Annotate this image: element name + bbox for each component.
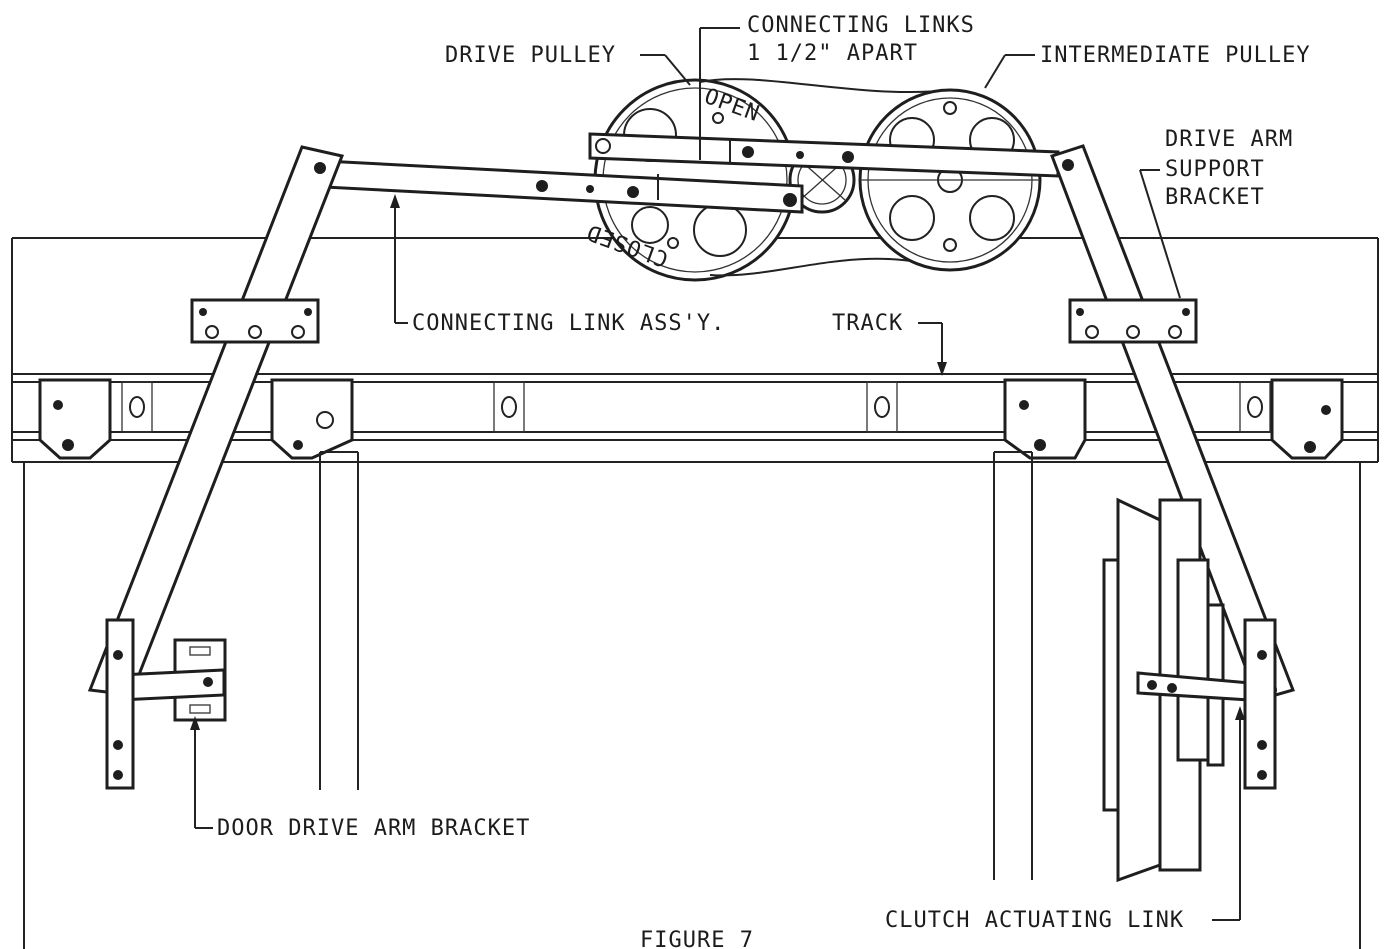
door-panels <box>23 451 1361 949</box>
track-spacer <box>121 381 1271 433</box>
label-drive-arm-support-line1: DRIVE ARM <box>1165 127 1293 152</box>
door-hanger-left-1 <box>38 378 112 460</box>
label-clutch-actuating-link: CLUTCH ACTUATING LINK <box>885 908 1184 933</box>
figure-caption: FIGURE 7 <box>640 928 754 949</box>
door-drive-arm-bracket <box>105 618 227 790</box>
door-hanger-left-2 <box>270 378 354 460</box>
label-drive-arm-support-line2: SUPPORT <box>1165 157 1265 182</box>
label-track: TRACK <box>832 311 903 336</box>
label-connecting-links-line1: CONNECTING LINKS <box>747 13 975 38</box>
drive-arm-support-bracket-right <box>1068 298 1198 344</box>
label-intermediate-pulley: INTERMEDIATE PULLEY <box>1040 43 1311 68</box>
door-hanger-right-1 <box>1003 378 1087 460</box>
clutch-assembly <box>1102 497 1277 883</box>
label-drive-arm-support-line3: BRACKET <box>1165 185 1265 210</box>
label-connecting-link-assy: CONNECTING LINK ASS'Y. <box>412 311 725 336</box>
drive-arm-support-bracket-left <box>190 298 320 344</box>
label-connecting-links-line2: 1 1/2" APART <box>747 41 918 66</box>
label-drive-pulley: DRIVE PULLEY <box>445 43 616 68</box>
label-door-drive-arm-bracket: DOOR DRIVE ARM BRACKET <box>217 816 530 841</box>
callout-leaders <box>190 27 1245 921</box>
door-hanger-right-2 <box>1270 378 1344 460</box>
intermediate-pulley <box>858 88 1042 272</box>
